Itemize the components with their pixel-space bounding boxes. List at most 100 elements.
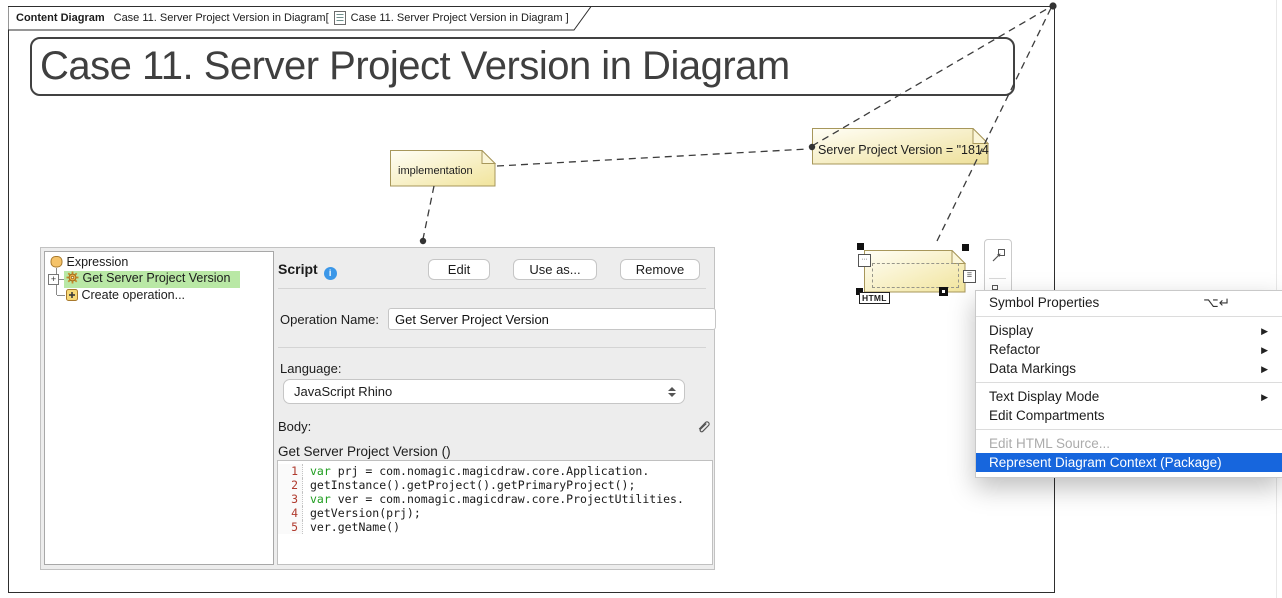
menu-item-edit-html-source: Edit HTML Source... (976, 434, 1282, 453)
separator (278, 288, 706, 289)
language-label: Language: (280, 361, 342, 376)
open-specification-icon[interactable] (991, 248, 1006, 263)
implementation-note[interactable]: implementation (390, 150, 496, 187)
language-selected-value: JavaScript Rhino (294, 384, 393, 399)
line-number: 3 (278, 492, 303, 506)
code-editor[interactable]: 1 var prj = com.nomagic.magicdraw.core.Ap… (277, 460, 713, 565)
diagram-name-before: Case 11. Server Project Version in Diagr… (113, 12, 329, 24)
code-line: 2 getInstance().getProject().getPrimaryPr… (278, 478, 712, 492)
menu-item-label: Edit HTML Source... (989, 436, 1111, 451)
use-as-button[interactable]: Use as... (513, 259, 597, 280)
language-select[interactable]: JavaScript Rhino (283, 379, 685, 404)
shortcut-hint: ⌥↵ (1203, 295, 1230, 310)
menu-separator (976, 382, 1282, 383)
line-number: 1 (278, 464, 303, 478)
menu-item-label: Symbol Properties (989, 295, 1100, 310)
operation-name-label: Operation Name: (280, 312, 379, 327)
code-text: getVersion(prj); (310, 506, 421, 520)
frame-header-tab (8, 6, 592, 31)
menu-item-label: Refactor (989, 342, 1041, 357)
edit-button[interactable]: Edit (428, 259, 490, 280)
operation-name-input[interactable] (388, 308, 716, 330)
line-number: 5 (278, 520, 303, 534)
context-menu: Symbol Properties⌥↵Display▶Refactor▶Data… (975, 290, 1282, 478)
selection-handle-top-right[interactable] (962, 244, 969, 251)
tree-item-get-server-project-version[interactable]: Get Server Project Version (66, 271, 230, 285)
operation-gear-icon (66, 271, 79, 284)
tree-connector (57, 295, 65, 296)
manipulator-edit-icon[interactable]: ☰ (963, 270, 976, 283)
code-text: var ver = com.nomagic.magicdraw.core.Pro… (310, 492, 684, 506)
toolbar-separator (989, 278, 1006, 279)
note-fold-corner (972, 128, 989, 144)
menu-item-label: Display (989, 323, 1034, 338)
server-version-note[interactable]: Server Project Version = "1814" (812, 128, 989, 165)
menu-item-refactor[interactable]: Refactor▶ (976, 340, 1282, 359)
title-box-text: Case 11. Server Project Version in Diagr… (40, 44, 790, 88)
expression-tree[interactable]: Expression + Get Server Project Version … (44, 251, 274, 565)
submenu-arrow-icon: ▶ (1261, 326, 1268, 336)
selection-handle-top-left[interactable] (857, 243, 864, 250)
menu-item-label: Edit Compartments (989, 408, 1105, 423)
line-number: 4 (278, 506, 303, 520)
menu-item-label: Text Display Mode (989, 389, 1100, 404)
tree-item-label: Create operation... (81, 288, 186, 302)
body-label: Body: (278, 419, 312, 434)
code-text: var prj = com.nomagic.magicdraw.core.App… (310, 464, 650, 478)
menu-item-edit-compartments[interactable]: Edit Compartments (976, 406, 1282, 425)
tree-item-label: Expression (66, 255, 129, 269)
selection-handle-bottom-right[interactable] (939, 287, 948, 296)
note-text: Server Project Version = "1814" (818, 143, 989, 157)
menu-item-symbol-properties[interactable]: Symbol Properties ⌥↵ (976, 293, 1282, 312)
tree-selection-highlight (64, 271, 240, 288)
tree-item-expression[interactable]: Expression (50, 255, 128, 269)
diagram-name-after: Case 11. Server Project Version in Diagr… (350, 12, 569, 24)
frame-header-shape (8, 6, 592, 31)
diagram-doc-icon (333, 11, 346, 25)
tree-connector (57, 279, 65, 280)
operation-signature: Get Server Project Version () (278, 444, 451, 459)
separator (278, 347, 706, 348)
code-text: getInstance().getProject().getPrimaryPro… (310, 478, 636, 492)
title-box-shape[interactable]: Case 11. Server Project Version in Diagr… (30, 37, 1015, 96)
menu-item-label: Data Markings (989, 361, 1077, 376)
info-icon[interactable]: i (323, 267, 337, 280)
code-line: 4 getVersion(prj); (278, 506, 712, 520)
note-fold-corner (481, 150, 496, 164)
menu-item-text-display-mode[interactable]: Text Display Mode ▶ (976, 387, 1282, 406)
code-line: 5 ver.getName() (278, 520, 712, 534)
frame-header-text: Content Diagram Case 11. Server Project … (16, 11, 569, 25)
code-line: 1 var prj = com.nomagic.magicdraw.core.Ap… (278, 464, 712, 478)
menu-separator (976, 316, 1282, 317)
diagram-kind-label: Content Diagram (16, 12, 105, 24)
script-label-text: Script (278, 261, 318, 277)
submenu-arrow-icon: ▶ (1261, 392, 1268, 402)
tree-item-create-operation[interactable]: Create operation... (66, 288, 185, 302)
add-operation-icon (66, 289, 78, 301)
menu-item-display[interactable]: Display ▶ (976, 321, 1282, 340)
attach-icon[interactable] (696, 419, 713, 436)
note-fold-corner (951, 250, 966, 264)
code-text: ver.getName() (310, 520, 401, 534)
menu-item-represent-diagram-context-package[interactable]: Represent Diagram Context (Package) (976, 453, 1282, 472)
manipulator-more-icon[interactable]: ⋯ (858, 254, 871, 267)
note-shape (390, 150, 496, 187)
submenu-arrow-icon: ▶ (1261, 364, 1268, 374)
select-stepper-icon (667, 386, 676, 397)
html-tag-badge: HTML (859, 292, 890, 304)
expression-icon (50, 256, 63, 268)
line-number: 2 (278, 478, 303, 492)
code-line: 3 var ver = com.nomagic.magicdraw.core.Pr… (278, 492, 712, 506)
code-lines: 1 var prj = com.nomagic.magicdraw.core.Ap… (278, 461, 712, 534)
menu-item-data-markings[interactable]: Data Markings ▶ (976, 359, 1282, 378)
menu-item-label: Represent Diagram Context (Package) (989, 455, 1222, 470)
tree-expand-toggle[interactable]: + (48, 274, 59, 285)
note-text: implementation (398, 165, 473, 177)
tree-item-label: Get Server Project Version (82, 271, 231, 285)
selection-marquee (872, 263, 959, 288)
selection-handle-bottom-left[interactable] (856, 288, 863, 295)
menu-separator (976, 429, 1282, 430)
remove-button[interactable]: Remove (620, 259, 700, 280)
